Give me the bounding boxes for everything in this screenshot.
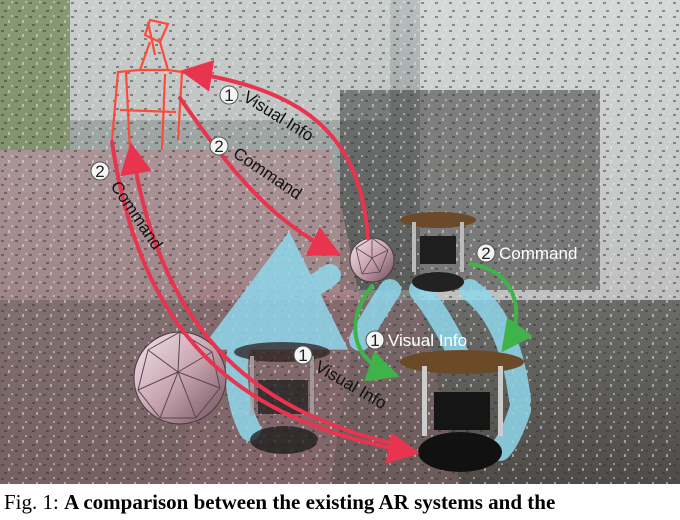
arrow-command-green [468, 262, 534, 353]
label-command-right: 2 Command [476, 243, 577, 263]
arrow-visual-info-green [353, 284, 400, 382]
svg-text:Visual Info: Visual Info [388, 331, 467, 350]
svg-text:Command: Command [499, 244, 577, 263]
caption-text: A comparison between the existing AR sys… [64, 490, 556, 514]
red-arrows [110, 60, 420, 464]
green-arrows [353, 262, 534, 382]
scene-background [0, 0, 680, 484]
figure-caption: Fig. 1: A comparison between the existin… [4, 489, 676, 515]
robot-arm-wireframe [110, 18, 184, 151]
arrow-command-left [110, 140, 420, 464]
robot-top [400, 212, 476, 292]
caption-prefix: Fig. 1: [4, 490, 65, 514]
sphere-marker-small [349, 237, 395, 283]
figure-panel: 1 Visual Info 2 Command 2 Command 1 Visu… [0, 0, 680, 484]
arrow-visual-info-left [120, 142, 406, 448]
svg-text:2: 2 [95, 162, 104, 181]
robot-front [400, 350, 524, 472]
svg-text:1: 1 [370, 331, 379, 350]
svg-text:1: 1 [298, 346, 307, 365]
arrow-visual-info-1 [180, 60, 370, 240]
svg-text:2: 2 [214, 137, 223, 156]
label-visual-info-right: 1 Visual Info [365, 330, 467, 350]
svg-text:1: 1 [224, 86, 233, 105]
svg-text:2: 2 [481, 244, 490, 263]
arrow-command-2 [178, 96, 342, 256]
